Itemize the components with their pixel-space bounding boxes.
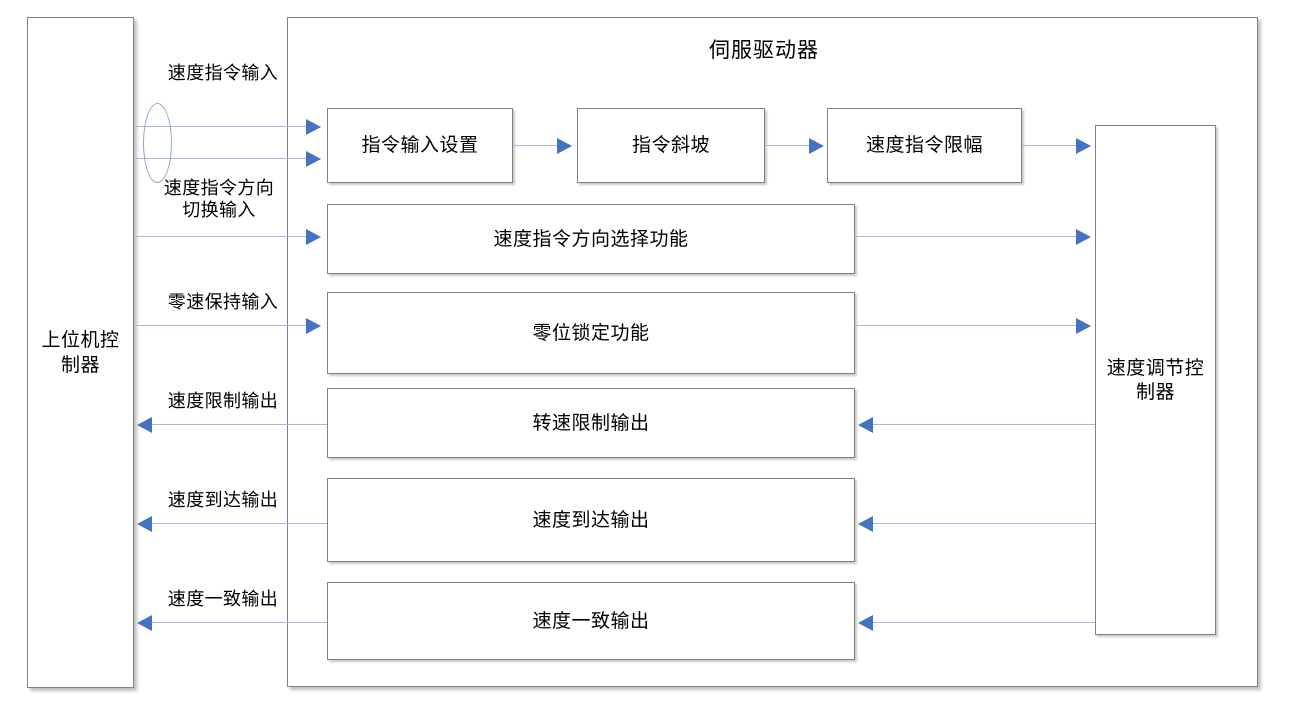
line-pipeline-1-to-2 (513, 145, 559, 147)
pipeline-box-label: 指令输入设置 (361, 134, 479, 157)
arrowhead-direction-select-to-regulator (1076, 229, 1091, 245)
host-controller-box: 上位机控 制器 (27, 17, 134, 688)
arrowhead-speed-command-input-a (306, 119, 321, 135)
arrowhead-pipeline-2-to-3 (809, 138, 824, 154)
host-controller-label: 上位机控 制器 (41, 329, 120, 376)
line-direction-select-to-regulator (855, 236, 1077, 238)
function-box-label: 速度一致输出 (532, 609, 650, 632)
pipeline-box-speed-command-limit: 速度指令限幅 (827, 108, 1022, 183)
arrowhead-direction-switch-input (306, 229, 321, 245)
line-pipeline-2-to-3 (765, 145, 811, 147)
arrowhead-speed-reach-output (137, 516, 152, 532)
line-speed-limit-output (152, 424, 327, 426)
signal-label-speed-limit-output: 速度限制输出 (167, 391, 279, 412)
signal-label-speed-command-input: 速度指令输入 (167, 63, 279, 84)
speed-regulator-label: 速度调节控 制器 (1106, 356, 1205, 403)
pipeline-box-label: 速度指令限幅 (865, 134, 983, 157)
line-speed-command-input-b (134, 158, 309, 160)
pipeline-box-command-ramp: 指令斜坡 (577, 108, 765, 183)
line-zero-lock-to-regulator (855, 325, 1077, 327)
function-box-label: 速度指令方向选择功能 (493, 227, 689, 250)
line-speed-reach-output (152, 523, 327, 525)
arrowhead-speed-limit-output (137, 417, 152, 433)
function-box-speed-reach-output: 速度到达输出 (327, 478, 855, 562)
line-regulator-to-speed-reach (873, 523, 1095, 525)
line-pipeline-3-to-regulator (1022, 145, 1077, 147)
arrowhead-speed-coincidence-output (137, 615, 152, 631)
function-box-speed-limit-output: 转速限制输出 (327, 388, 855, 458)
line-direction-switch-input (134, 236, 309, 238)
function-box-label: 转速限制输出 (532, 411, 650, 434)
arrowhead-regulator-to-speed-coincidence (858, 615, 873, 631)
function-box-speed-coincidence-output: 速度一致输出 (327, 582, 855, 660)
function-box-label: 零位锁定功能 (532, 321, 650, 344)
line-regulator-to-speed-coincidence (873, 622, 1095, 624)
line-speed-command-input-a (134, 126, 309, 128)
arrowhead-regulator-to-speed-limit (858, 417, 873, 433)
signal-label-speed-reach-output: 速度到达输出 (167, 490, 279, 511)
signal-group-ellipse-icon (143, 103, 172, 183)
arrowhead-zero-lock-to-regulator (1076, 318, 1091, 334)
arrowhead-regulator-to-speed-reach (858, 516, 873, 532)
arrowhead-pipeline-1-to-2 (557, 138, 572, 154)
arrowhead-speed-command-input-b (306, 151, 321, 167)
function-box-zero-position-lock: 零位锁定功能 (327, 292, 855, 374)
signal-label-zero-speed-hold-input: 零速保持输入 (167, 292, 279, 313)
function-box-speed-command-direction: 速度指令方向选择功能 (327, 204, 855, 274)
arrowhead-zero-speed-hold-input (306, 318, 321, 334)
pipeline-box-command-input-setting: 指令输入设置 (327, 108, 513, 183)
arrowhead-pipeline-3-to-regulator (1076, 138, 1091, 154)
speed-regulator-box: 速度调节控 制器 (1095, 125, 1216, 635)
line-regulator-to-speed-limit (873, 424, 1095, 426)
function-box-label: 速度到达输出 (532, 508, 650, 531)
line-zero-speed-hold-input (134, 325, 309, 327)
pipeline-box-label: 指令斜坡 (631, 134, 710, 157)
signal-label-speed-coincidence-output: 速度一致输出 (167, 589, 279, 610)
servo-driver-title: 伺服驱动器 (709, 38, 819, 62)
signal-label-direction-switch-input: 速度指令方向 切换输入 (163, 178, 275, 221)
line-speed-coincidence-output (152, 622, 327, 624)
